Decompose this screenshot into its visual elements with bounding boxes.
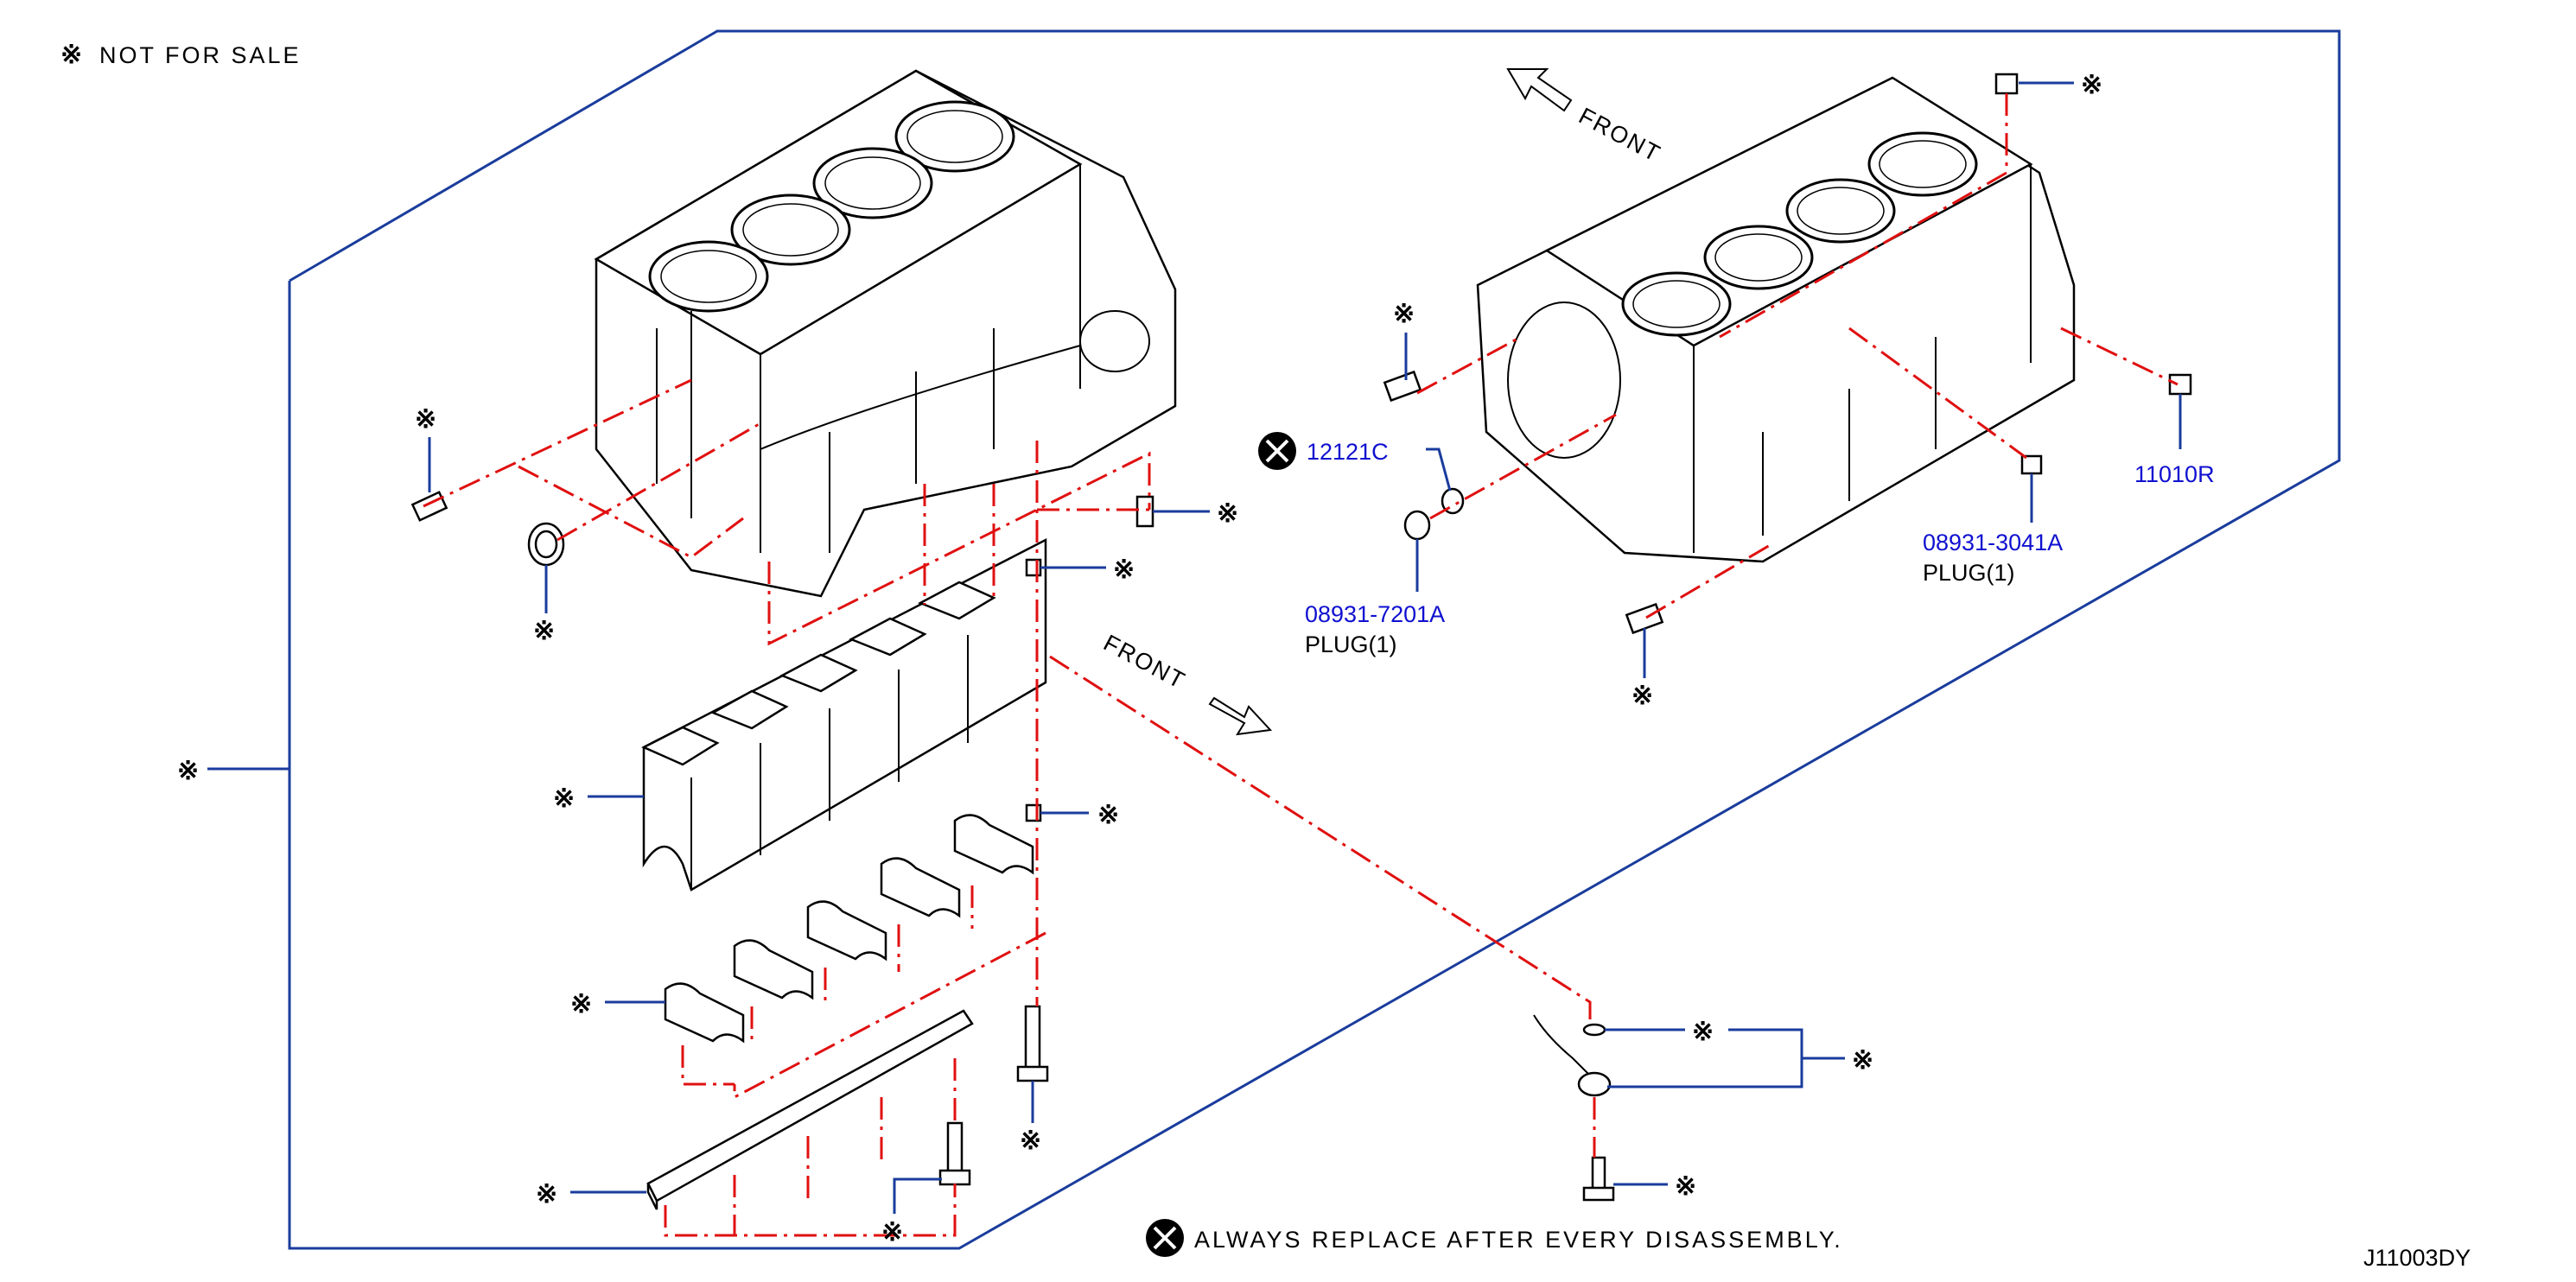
bolts <box>938 1005 1615 1202</box>
bore-2-left <box>812 147 933 219</box>
star-callouts: ※ ※ ※ ※ ※ ※ ※ ※ ※ ※ ※ ※ ※ ※ ※ ※ <box>415 71 2102 1247</box>
star-dowel-cap-1: ※ <box>1113 555 1135 584</box>
star-baffle: ※ <box>536 1180 557 1209</box>
not-for-sale-symbol: ※ <box>60 41 82 69</box>
plug-label-3041A: PLUG(1) <box>1923 560 2015 586</box>
star-dowel-top-right: ※ <box>2081 71 2102 99</box>
main-bearing-caps <box>641 537 1047 892</box>
dowel-cap-2 <box>1025 803 1042 822</box>
part-number-12121C: 12121C <box>1307 439 1389 465</box>
plug-7201A <box>1403 510 1431 541</box>
star-dowel-right-front: ※ <box>1393 300 1415 328</box>
star-oil-jet-assembly: ※ <box>1852 1046 1873 1075</box>
dowel-top-right <box>1994 73 2019 95</box>
bore-1-left <box>894 100 1015 173</box>
star-oil-jet-washer: ※ <box>1692 1018 1714 1046</box>
small-parts <box>410 73 2192 1097</box>
part-number-08931-7201A: 08931-7201A <box>1305 601 1445 627</box>
bore-2-right <box>1785 178 1896 244</box>
star-bearing-shells: ※ <box>570 990 592 1019</box>
bore-1-right <box>1867 131 1978 197</box>
alignment-lines <box>423 93 2178 1237</box>
plug-3041A <box>2020 454 2043 475</box>
bore-4-left <box>648 240 769 313</box>
star-dowel-upper: ※ <box>1217 499 1238 528</box>
assembly-boundary <box>288 29 2341 1250</box>
star-dowel-right-bottom: ※ <box>1631 682 1653 710</box>
plug-11010R <box>2168 373 2192 396</box>
dowel-upper-right <box>1135 495 1154 528</box>
front-arrow-upper: FRONT <box>1506 68 1665 168</box>
star-oil-jet-bolt: ※ <box>1675 1172 1696 1201</box>
star-main-caps: ※ <box>553 784 575 813</box>
seal-12121C <box>1441 487 1465 515</box>
cylinder-block-right <box>1476 76 2076 563</box>
cylinder-block-left <box>594 69 1177 598</box>
star-bolt-long: ※ <box>1020 1127 1041 1155</box>
part-number-08931-3041A: 08931-3041A <box>1923 530 2063 555</box>
oil-jet <box>1533 1014 1591 1076</box>
star-bolt-short: ※ <box>881 1218 903 1247</box>
diagram-id: J11003DY <box>2363 1245 2471 1271</box>
bore-3-left <box>730 194 851 266</box>
front-label-lower: FRONT <box>1099 630 1190 695</box>
front-label-upper: FRONT <box>1574 103 1665 168</box>
star-assembly: ※ <box>177 757 199 785</box>
dowel-right-bottom <box>1625 602 1664 635</box>
dowel-right-front <box>1383 370 1422 403</box>
part-number-callouts: 12121C 08931-7201A PLUG(1) 08931-3041A P… <box>1258 394 2215 657</box>
not-for-sale-legend: ※ NOT FOR SALE <box>60 41 302 69</box>
plug-label-7201A: PLUG(1) <box>1305 631 1397 657</box>
dowel-cap-1 <box>1025 558 1042 577</box>
baffle-strip <box>646 1009 974 1210</box>
front-arrow-lower: FRONT <box>1099 630 1273 736</box>
star-dowel-left: ※ <box>415 405 436 434</box>
star-dowel-cap-2: ※ <box>1097 801 1119 829</box>
part-number-11010R: 11010R <box>2134 461 2215 487</box>
not-for-sale-text: NOT FOR SALE <box>99 42 302 68</box>
bore-4-right <box>1621 271 1732 337</box>
bore-3-right <box>1703 225 1814 290</box>
star-seal-left: ※ <box>533 617 555 645</box>
oil-jet-washer <box>1582 1023 1606 1037</box>
replace-legend: ALWAYS REPLACE AFTER EVERY DISASSEMBLY. <box>1146 1219 1843 1257</box>
lower-bearing-shells <box>664 814 1034 1044</box>
replace-legend-text: ALWAYS REPLACE AFTER EVERY DISASSEMBLY. <box>1194 1227 1843 1253</box>
